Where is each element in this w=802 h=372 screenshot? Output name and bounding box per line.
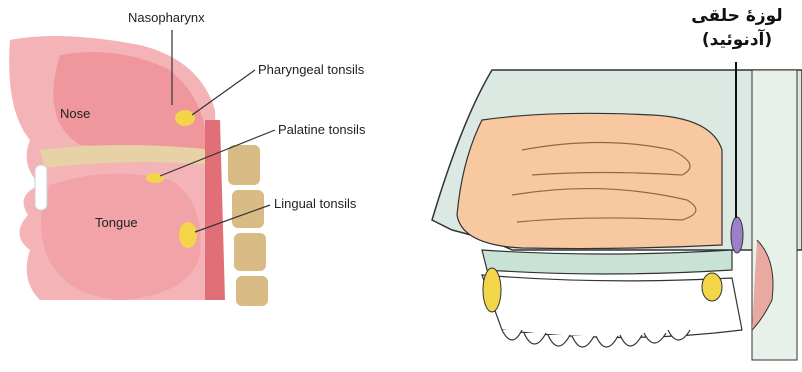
lingual-tonsils-label: Lingual tonsils xyxy=(274,196,356,211)
tongue-label: Tongue xyxy=(95,215,138,230)
palatine-tonsils-label: Palatine tonsils xyxy=(278,122,365,137)
right-head-diagram: لوزهٔ حلقی (آدنوئید) xyxy=(402,0,802,372)
nasopharynx-label: Nasopharynx xyxy=(128,10,205,25)
front-teeth xyxy=(35,165,47,210)
pharynx-wall xyxy=(205,120,225,300)
head-section-illustration xyxy=(0,0,402,372)
anterior-gland xyxy=(483,268,501,312)
cervical-vertebrae xyxy=(228,145,268,306)
nasal-line-art-illustration xyxy=(402,0,802,372)
left-head-diagram: Nasopharynx Pharyngeal tonsils Palatine … xyxy=(0,0,402,372)
adenoid-title-line2: (آدنوئید) xyxy=(682,30,792,50)
pharyngeal-tonsil-shape xyxy=(175,110,195,126)
posterior-gland xyxy=(702,273,722,301)
adenoid-shape xyxy=(731,217,743,253)
pharyngeal-tonsils-label: Pharyngeal tonsils xyxy=(258,62,364,77)
palatine-tonsil-shape xyxy=(146,173,164,183)
palate-plate xyxy=(482,250,732,274)
adenoid-title-line1: لوزهٔ حلقی xyxy=(682,6,792,26)
nose-label: Nose xyxy=(60,106,90,121)
lingual-tonsil-shape xyxy=(179,222,197,248)
nasal-cavity-fill xyxy=(457,113,722,248)
